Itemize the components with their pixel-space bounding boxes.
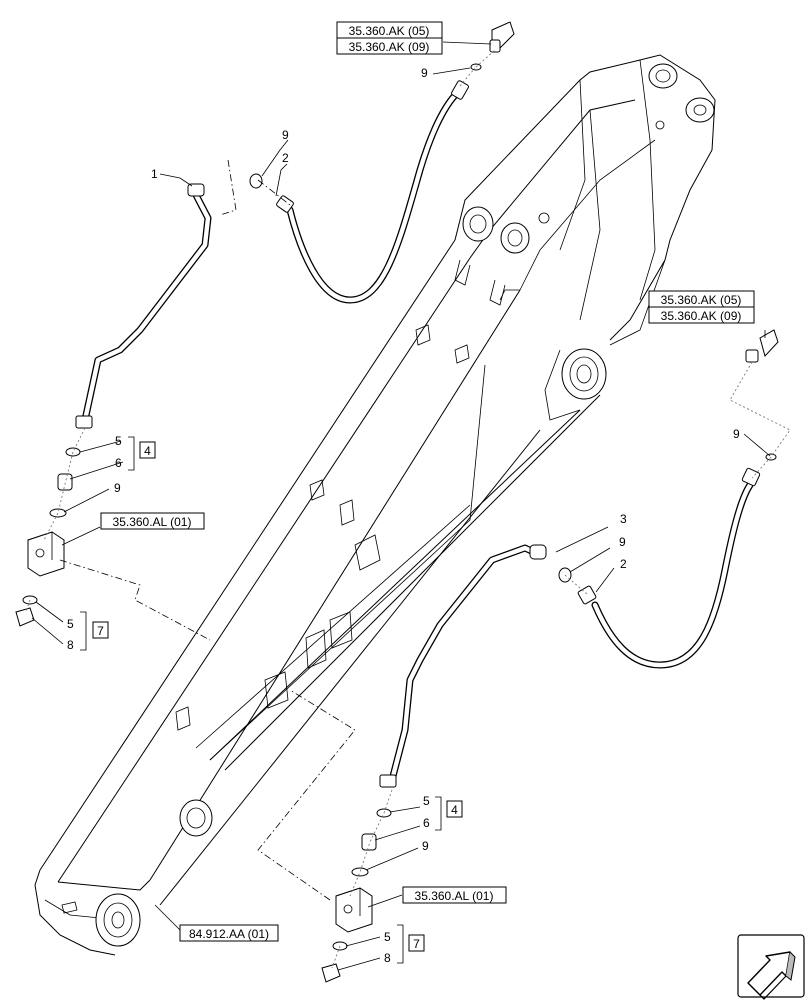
callout-1: 1 — [151, 167, 158, 181]
kit-7-left: 7 — [97, 624, 104, 638]
callout-8-right: 8 — [384, 951, 391, 965]
ref-left-block-label[interactable]: 35.360.AL (01) — [113, 515, 192, 529]
callout-9-right-hose: 9 — [619, 535, 626, 549]
callout-5-left-a: 5 — [115, 434, 122, 448]
arrow-view-icon — [737, 934, 805, 1000]
callout-9-right-lower: 9 — [422, 839, 429, 853]
callout-6-right: 6 — [423, 816, 430, 830]
ref-right-block-label[interactable]: 35.360.AL (01) — [415, 889, 494, 903]
hose-right — [577, 467, 761, 669]
ref-right-a[interactable]: 35.360.AK (05) — [661, 293, 742, 307]
tube-3 — [379, 544, 547, 788]
small-parts — [15, 21, 779, 983]
ref-right-b[interactable]: 35.360.AK (09) — [661, 309, 742, 323]
callout-6-left: 6 — [115, 456, 122, 470]
callout-9-left: 9 — [114, 481, 121, 495]
callout-5-right-b: 5 — [384, 930, 391, 944]
ref-right-group[interactable]: 35.360.AK (05) 35.360.AK (09) — [648, 290, 755, 324]
callout-2-right: 2 — [620, 557, 627, 571]
callout-5-left-b: 5 — [67, 617, 74, 631]
ref-top-group[interactable]: 35.360.AK (05) 35.360.AK (09) — [336, 21, 443, 55]
callout-9-top-hose: 9 — [282, 128, 289, 142]
kit-4-right: 4 — [451, 803, 458, 817]
hose-top — [276, 80, 469, 304]
boom-arm — [34, 54, 716, 956]
tube-1 — [75, 183, 212, 429]
center-lines — [25, 49, 791, 969]
ref-left-block[interactable]: 35.360.AL (01) — [100, 512, 205, 530]
ref-boom-label[interactable]: 84.912.AA (01) — [189, 927, 269, 941]
callout-2-top: 2 — [282, 151, 289, 165]
ref-top-a[interactable]: 35.360.AK (05) — [349, 24, 430, 38]
callout-3: 3 — [620, 512, 627, 526]
kit-7-right: 7 — [413, 937, 420, 951]
ref-right-block[interactable]: 35.360.AL (01) — [402, 886, 507, 904]
callout-8-left: 8 — [67, 638, 74, 652]
kit-4-left: 4 — [144, 444, 151, 458]
callout-numbers: 1 2 9 9 9 3 9 2 5 6 9 5 8 5 6 9 5 8 — [67, 66, 740, 965]
callout-5-right-a: 5 — [423, 794, 430, 808]
leader-lines — [31, 41, 771, 971]
callout-9-top-fitting: 9 — [421, 66, 428, 80]
ref-boom[interactable]: 84.912.AA (01) — [179, 924, 279, 942]
ref-top-b[interactable]: 35.360.AK (09) — [349, 40, 430, 54]
kit-boxes: 4 7 4 7 — [92, 441, 463, 952]
callout-9-right-top: 9 — [733, 427, 740, 441]
